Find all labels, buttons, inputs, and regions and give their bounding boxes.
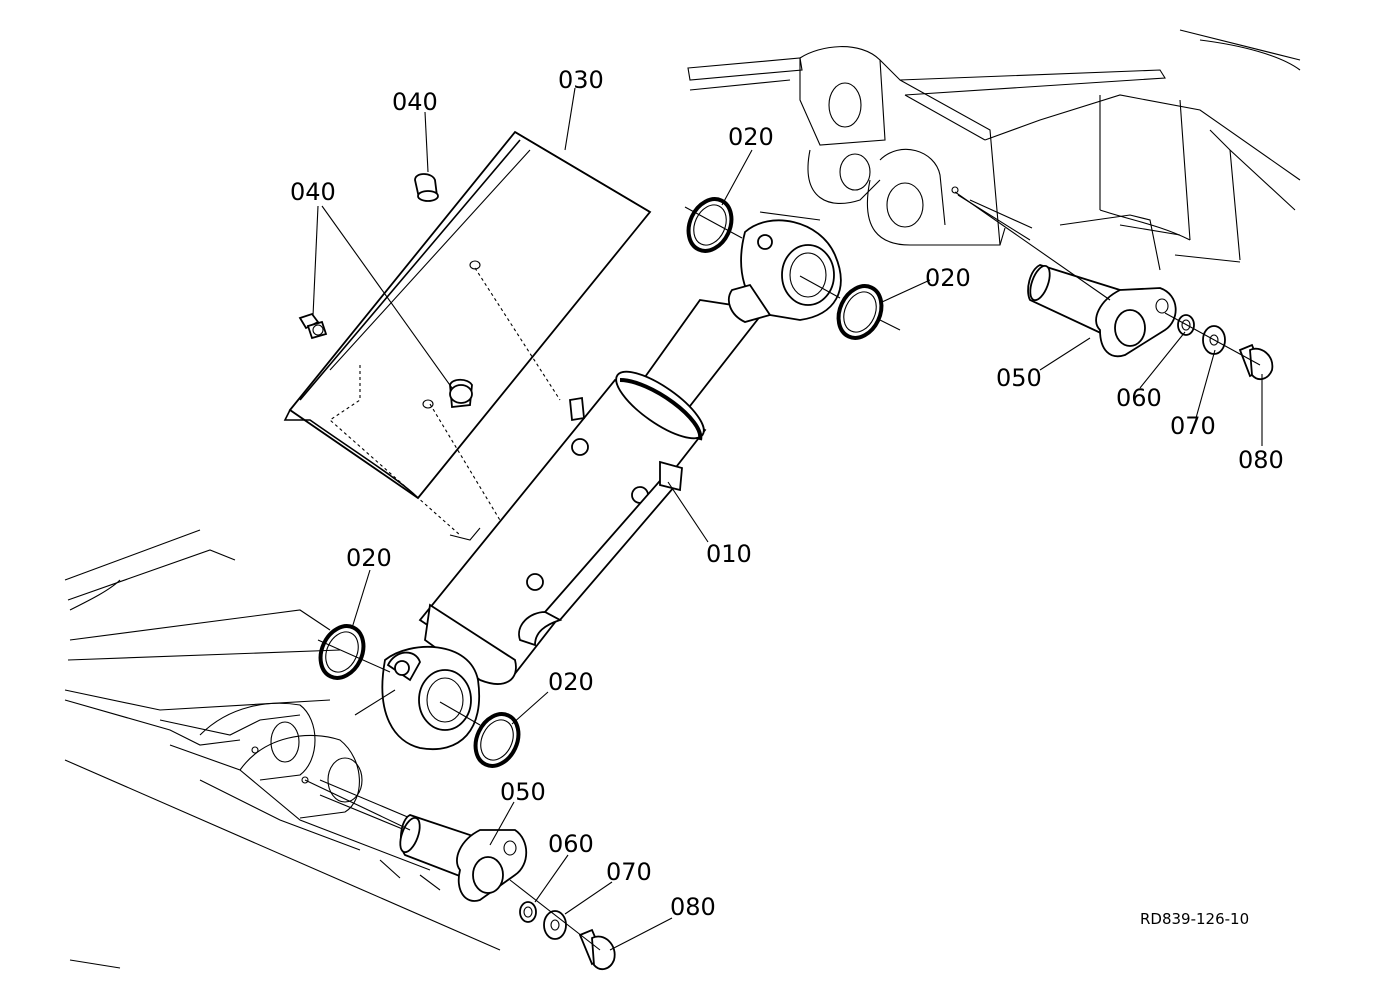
upper-frame-structure <box>687 29 1301 271</box>
callout-080-upper: 080 <box>1238 446 1284 474</box>
callout-020-upper-right: 020 <box>925 264 971 292</box>
callout-050-lower: 050 <box>500 778 546 806</box>
callout-040-top: 040 <box>392 88 438 116</box>
callout-020-lower-right: 020 <box>548 668 594 696</box>
leader-lines <box>304 87 1263 951</box>
callout-050-upper: 050 <box>996 364 1042 392</box>
pin-set-upper <box>1027 264 1274 381</box>
callout-080-lower: 080 <box>670 893 716 921</box>
callout-labels: 030 040 040 020 020 020 020 010 050 060 … <box>290 66 1284 928</box>
callout-060-upper: 060 <box>1116 384 1162 412</box>
grease-nipples-040 <box>298 173 473 408</box>
callout-020-lower-left: 020 <box>346 544 392 572</box>
callout-020-upper-left: 020 <box>728 123 774 151</box>
o-rings-020 <box>318 197 884 768</box>
callout-040-left: 040 <box>290 178 336 206</box>
callout-070-lower: 070 <box>606 858 652 886</box>
cylinder-cover-030 <box>283 130 652 571</box>
callout-070-upper: 070 <box>1170 412 1216 440</box>
hydraulic-cylinder-010 <box>381 219 842 750</box>
callout-030: 030 <box>558 66 604 94</box>
drawing-code: RD839-126-10 <box>1140 910 1249 928</box>
callout-060-lower: 060 <box>548 830 594 858</box>
lower-frame-structure <box>64 529 501 969</box>
callout-010: 010 <box>706 540 752 568</box>
